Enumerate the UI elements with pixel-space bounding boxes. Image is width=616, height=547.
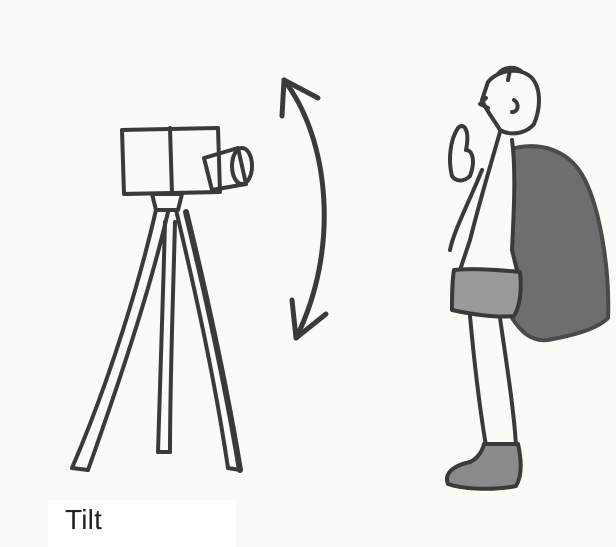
camera-icon (122, 128, 252, 194)
tilt-arrow-icon (282, 80, 326, 338)
tripod-icon (72, 194, 240, 470)
caption-box: Tilt (48, 500, 236, 547)
person-icon (447, 68, 608, 489)
caption-tilt: Tilt (65, 504, 102, 536)
